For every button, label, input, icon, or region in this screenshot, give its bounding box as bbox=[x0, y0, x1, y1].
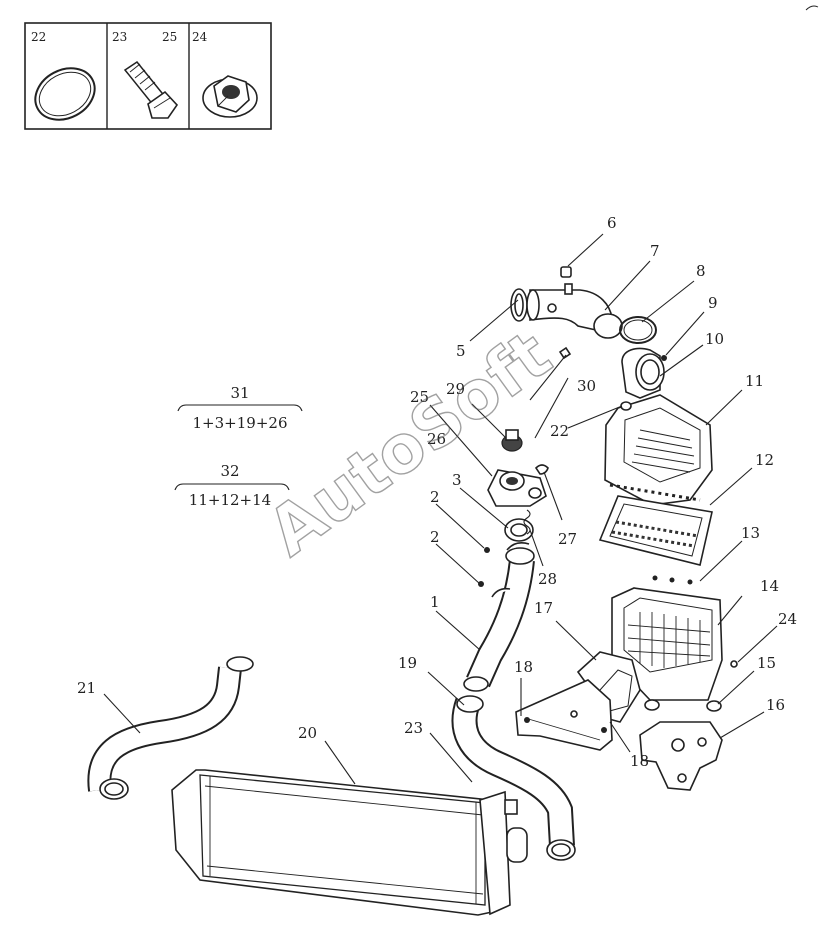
bracket-18 bbox=[515, 679, 613, 751]
corner-mark bbox=[805, 5, 819, 11]
formula-31: 31 1+3+19+26 bbox=[177, 384, 303, 432]
callout-28: 28 bbox=[538, 570, 557, 588]
housing-grid bbox=[627, 612, 711, 668]
callout-25: 25 bbox=[410, 388, 429, 406]
formula-part-32: 32 bbox=[220, 462, 239, 480]
screw-9 bbox=[661, 355, 667, 361]
callout-1: 1 bbox=[430, 593, 440, 611]
callout-23: 23 bbox=[404, 719, 423, 737]
callout-20: 20 bbox=[298, 724, 317, 742]
callout-11: 11 bbox=[745, 372, 764, 390]
air-filter-box-14 bbox=[611, 587, 723, 701]
clips-13 bbox=[652, 575, 693, 585]
mass-airflow-sensor-10 bbox=[621, 347, 667, 399]
callout-2-b: 2 bbox=[430, 488, 440, 506]
clamp-2-lower bbox=[478, 581, 511, 598]
legend-label-22: 22 bbox=[31, 30, 46, 44]
formula-components-31: 1+3+19+26 bbox=[193, 414, 288, 432]
callout-29: 29 bbox=[446, 380, 465, 398]
cap-6 bbox=[560, 266, 572, 278]
elbow-26 bbox=[487, 469, 547, 507]
callout-12: 12 bbox=[755, 451, 774, 469]
callout-15: 15 bbox=[757, 654, 776, 672]
bolt-icon bbox=[123, 60, 179, 119]
bracket-16 bbox=[639, 721, 723, 791]
formula-part-31: 31 bbox=[230, 384, 249, 402]
leader-lines bbox=[103, 233, 778, 785]
callout-7: 7 bbox=[650, 242, 660, 260]
callout-14: 14 bbox=[760, 577, 779, 595]
callout-17: 17 bbox=[534, 599, 553, 617]
callout-5: 5 bbox=[456, 342, 466, 360]
o-ring-22 bbox=[620, 401, 632, 411]
clip-30 bbox=[558, 346, 572, 360]
callout-21: 21 bbox=[77, 679, 96, 697]
grommet-15 bbox=[644, 699, 722, 712]
callout-22: 22 bbox=[550, 422, 569, 440]
sensor-29 bbox=[501, 429, 523, 452]
callout-3: 3 bbox=[452, 471, 462, 489]
hose-21 bbox=[87, 656, 254, 800]
callout-numbers: 1 2 2 3 5 6 7 8 9 10 11 12 13 14 15 16 1… bbox=[77, 214, 797, 770]
cover-ribs bbox=[631, 429, 695, 473]
callout-27: 27 bbox=[558, 530, 577, 548]
callout-18-b: 18 bbox=[630, 752, 649, 770]
coupling-3 bbox=[504, 518, 534, 542]
intercooler-20 bbox=[171, 769, 528, 916]
callout-24: 24 bbox=[778, 610, 797, 628]
callout-13: 13 bbox=[741, 524, 760, 542]
callout-9: 9 bbox=[708, 294, 718, 312]
filter-element-12 bbox=[598, 495, 713, 566]
legend-label-23: 23 bbox=[112, 30, 127, 44]
callout-26: 26 bbox=[427, 430, 446, 448]
nut-24 bbox=[730, 660, 738, 668]
callout-2-a: 2 bbox=[430, 528, 440, 546]
callout-6: 6 bbox=[607, 214, 617, 232]
clamp-ring-8 bbox=[619, 316, 657, 344]
callout-16: 16 bbox=[766, 696, 785, 714]
flange-nut-icon bbox=[202, 75, 258, 118]
legend-label-25: 25 bbox=[162, 30, 177, 44]
clamp-2-upper bbox=[484, 542, 530, 553]
o-ring-icon bbox=[34, 67, 96, 121]
legend-box: 22 23 25 24 bbox=[24, 22, 272, 130]
air-filter-cover-11 bbox=[604, 394, 713, 506]
clip-27 bbox=[534, 464, 549, 475]
callout-18-a: 18 bbox=[514, 658, 533, 676]
formula-32: 32 11+12+14 bbox=[174, 462, 290, 509]
legend-label-24: 24 bbox=[192, 30, 208, 44]
hose-1 bbox=[463, 547, 535, 692]
callout-8: 8 bbox=[696, 262, 706, 280]
callout-19: 19 bbox=[398, 654, 417, 672]
formula-components-32: 11+12+14 bbox=[189, 491, 271, 509]
hose-19 bbox=[451, 695, 576, 861]
callout-30: 30 bbox=[577, 377, 596, 395]
callout-10: 10 bbox=[705, 330, 724, 348]
intake-pipe-7 bbox=[510, 283, 623, 339]
